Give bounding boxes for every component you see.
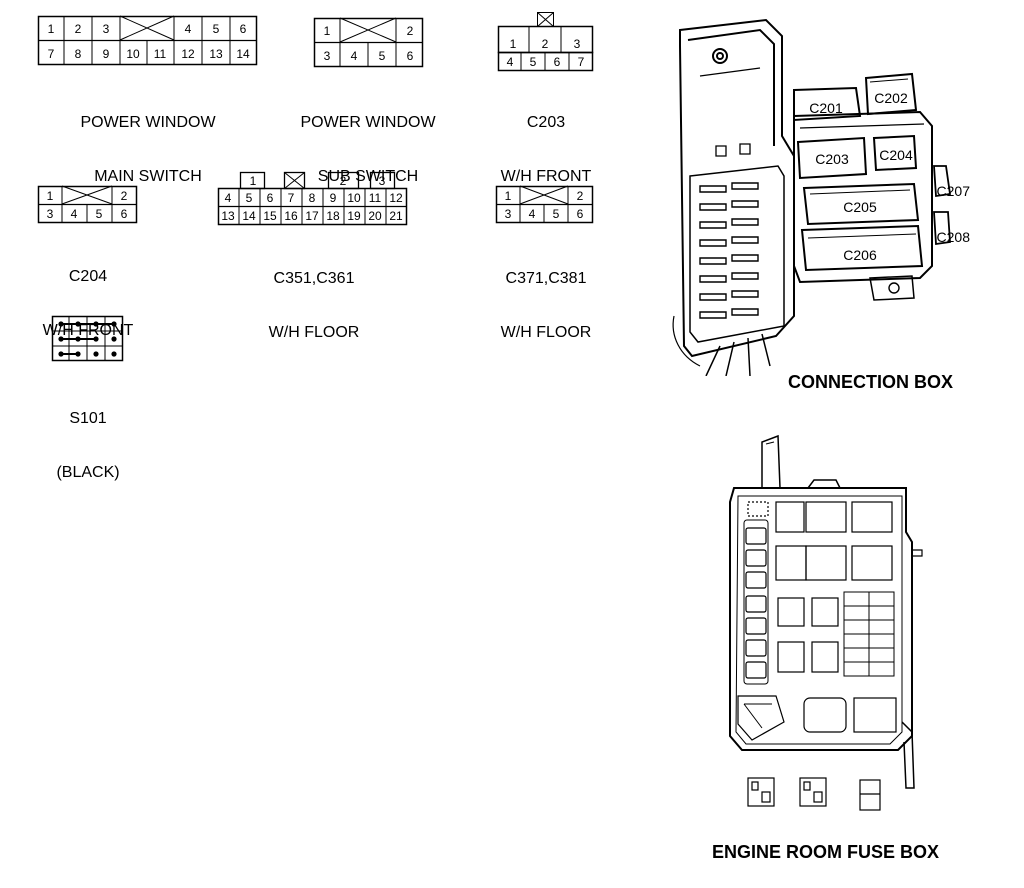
label-c208: C208 — [937, 229, 970, 245]
caption-c203: C203 W/H FRONT — [486, 78, 606, 204]
pin: 8 — [75, 47, 82, 61]
pin: 5 — [96, 207, 103, 221]
caption-line: C203 — [526, 114, 566, 131]
pin: 6 — [121, 207, 128, 221]
label-c205: C205 — [843, 199, 877, 215]
pin: 13 — [209, 47, 223, 61]
caption-line: MAIN SWITCH — [94, 168, 202, 185]
pin: 1 — [250, 174, 257, 188]
pin: 3 — [47, 207, 54, 221]
pin: 6 — [577, 207, 584, 221]
caption-line: (BLACK) — [56, 464, 120, 481]
caption-line: POWER WINDOW — [80, 114, 216, 131]
pin: 2 — [340, 174, 347, 188]
engine-room-fuse-box-title: ENGINE ROOM FUSE BOX — [712, 842, 940, 862]
pin: 4 — [507, 55, 514, 69]
pin: 2 — [75, 22, 82, 36]
pin: 20 — [368, 209, 382, 223]
caption-line: W/H FLOOR — [500, 324, 592, 341]
caption-power-window-main: POWER WINDOW MAIN SWITCH — [48, 78, 248, 204]
pin: 5 — [553, 207, 560, 221]
caption-line: W/H FRONT — [500, 168, 592, 185]
pin: 1 — [324, 24, 331, 38]
pin: 3 — [574, 37, 581, 51]
connection-box-drawing: C201 C202 C203 C204 C205 C206 C207 C208 — [670, 16, 970, 377]
label-c203: C203 — [815, 151, 849, 167]
pin: 15 — [263, 209, 277, 223]
pin: 9 — [330, 191, 337, 205]
pin: 6 — [554, 55, 561, 69]
pin: 2 — [407, 24, 414, 38]
pin: 3 — [324, 49, 331, 63]
caption-line: S101 — [69, 410, 107, 427]
pin: 17 — [305, 209, 319, 223]
connector-c351-c361: 1 2 3 4 5 6 7 8 9 10 11 12 13 14 15 16 1… — [217, 171, 410, 228]
pin: 4 — [529, 207, 536, 221]
caption-line: C371,C381 — [505, 270, 587, 287]
caption-c371-c381: C371,C381 W/H FLOOR — [484, 234, 608, 360]
label-c207: C207 — [937, 183, 970, 199]
pin: 1 — [505, 189, 512, 203]
pin: 21 — [389, 209, 403, 223]
pin: 8 — [309, 191, 316, 205]
pin: 3 — [103, 22, 110, 36]
engine-room-fuse-box-drawing — [722, 432, 942, 832]
pin: 2 — [121, 189, 128, 203]
pin: 1 — [47, 189, 54, 203]
pin: 7 — [48, 47, 55, 61]
connection-box-title: CONNECTION BOX — [788, 372, 954, 392]
pin: 16 — [284, 209, 298, 223]
connector-power-window-sub: 1 2 3 4 5 6 — [313, 17, 426, 68]
label-c202: C202 — [874, 90, 908, 106]
pin: 2 — [542, 37, 549, 51]
pin: 6 — [267, 191, 274, 205]
caption-line: W/H FLOOR — [268, 324, 360, 341]
connector-c371-c381: 1 2 3 4 5 6 — [495, 185, 596, 226]
connector-s101 — [51, 315, 126, 364]
pin: 4 — [225, 191, 232, 205]
pin: 10 — [126, 47, 140, 61]
caption-line: POWER WINDOW — [300, 114, 436, 131]
label-c206: C206 — [843, 247, 877, 263]
pin: 4 — [351, 49, 358, 63]
label-c201: C201 — [809, 100, 843, 116]
connector-c204: 1 2 3 4 5 6 — [37, 185, 140, 226]
pin: 7 — [288, 191, 295, 205]
pin: 5 — [379, 49, 386, 63]
pin: 2 — [577, 189, 584, 203]
pin: 14 — [236, 47, 250, 61]
caption-s101: S101 (BLACK) — [38, 374, 138, 500]
pin: 19 — [347, 209, 361, 223]
pin: 11 — [369, 191, 382, 205]
pin: 1 — [48, 22, 55, 36]
pin: 6 — [240, 22, 247, 36]
pin: 3 — [505, 207, 512, 221]
pin: 9 — [103, 47, 110, 61]
pin: 6 — [407, 49, 414, 63]
pin: 12 — [181, 47, 195, 61]
pin: 5 — [246, 191, 253, 205]
pin: 1 — [510, 37, 517, 51]
pin: 4 — [71, 207, 78, 221]
connector-c203: 1 2 3 4 5 6 7 — [497, 12, 594, 72]
label-c204: C204 — [879, 147, 913, 163]
pin: 12 — [389, 191, 403, 205]
pin: 5 — [530, 55, 537, 69]
pin: 14 — [242, 209, 256, 223]
pin: 10 — [347, 191, 361, 205]
caption-line: C351,C361 — [273, 270, 355, 287]
pin: 3 — [379, 174, 386, 188]
pin: 4 — [185, 22, 192, 36]
pin: 18 — [326, 209, 340, 223]
caption-line: C204 — [68, 268, 108, 285]
pin: 11 — [154, 47, 167, 61]
caption-c351-c361: C351,C361 W/H FLOOR — [244, 234, 384, 360]
connector-power-window-main: 1 2 3 4 5 6 7 8 9 10 11 12 13 14 — [37, 15, 258, 68]
pin: 13 — [221, 209, 235, 223]
pin: 7 — [578, 55, 585, 69]
pin: 5 — [213, 22, 220, 36]
